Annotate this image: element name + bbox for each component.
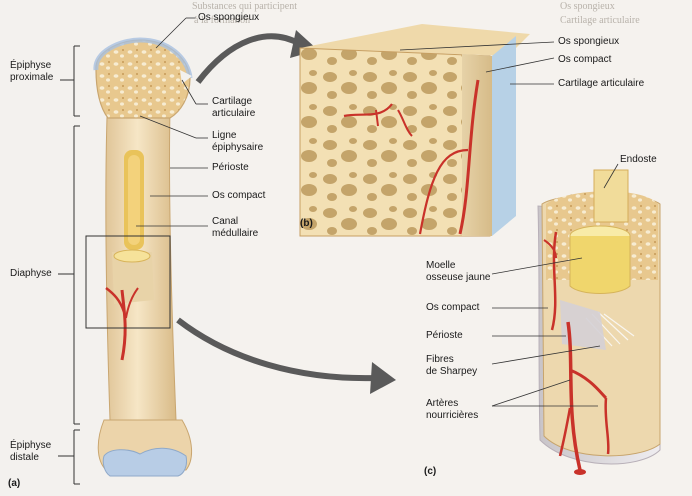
label-diaphyse: Diaphyse	[10, 268, 52, 279]
label-os-spongieux-b: Os spongieux	[558, 36, 620, 47]
region-brackets	[58, 45, 80, 485]
long-bone	[93, 37, 193, 477]
label-moelle-osseuse-jaune: Moelle osseuse jaune	[426, 260, 491, 283]
label-os-compact-b: Os compact	[558, 54, 612, 65]
panel-label-a: (a)	[8, 478, 21, 489]
panel-label-b: (b)	[300, 218, 313, 229]
diaphysis-section	[537, 169, 661, 475]
label-os-spongieux-a: Os spongieux	[198, 12, 260, 23]
label-ligne-epiphysaire: Ligne épiphysaire	[212, 130, 264, 153]
zoom-box	[85, 235, 171, 329]
panel-label-c: (c)	[424, 466, 437, 477]
label-arteres-nourricieres: Artères nourricières	[426, 398, 479, 421]
leader-lines-b	[399, 41, 555, 85]
label-os-compact-c: Os compact	[426, 302, 480, 313]
spongy-block	[299, 24, 530, 237]
label-endoste: Endoste	[620, 154, 657, 165]
label-perioste-c: Périoste	[426, 330, 463, 341]
label-epiphyse-proximale: Épiphyse proximale	[10, 60, 54, 83]
label-cartilage-articulaire-b: Cartilage articulaire	[558, 78, 645, 89]
label-cartilage-articulaire-a: Cartilage articulaire	[212, 96, 256, 119]
label-fibres-de-sharpey: Fibres de Sharpey	[426, 354, 478, 377]
label-epiphyse-distale: Épiphyse distale	[10, 440, 52, 463]
label-canal-medullaire: Canal médullaire	[212, 216, 259, 239]
leader-lines-a	[136, 17, 208, 227]
label-os-compact-a: Os compact	[212, 190, 266, 201]
label-perioste-a: Périoste	[212, 162, 249, 173]
leader-lines-c	[491, 163, 619, 407]
